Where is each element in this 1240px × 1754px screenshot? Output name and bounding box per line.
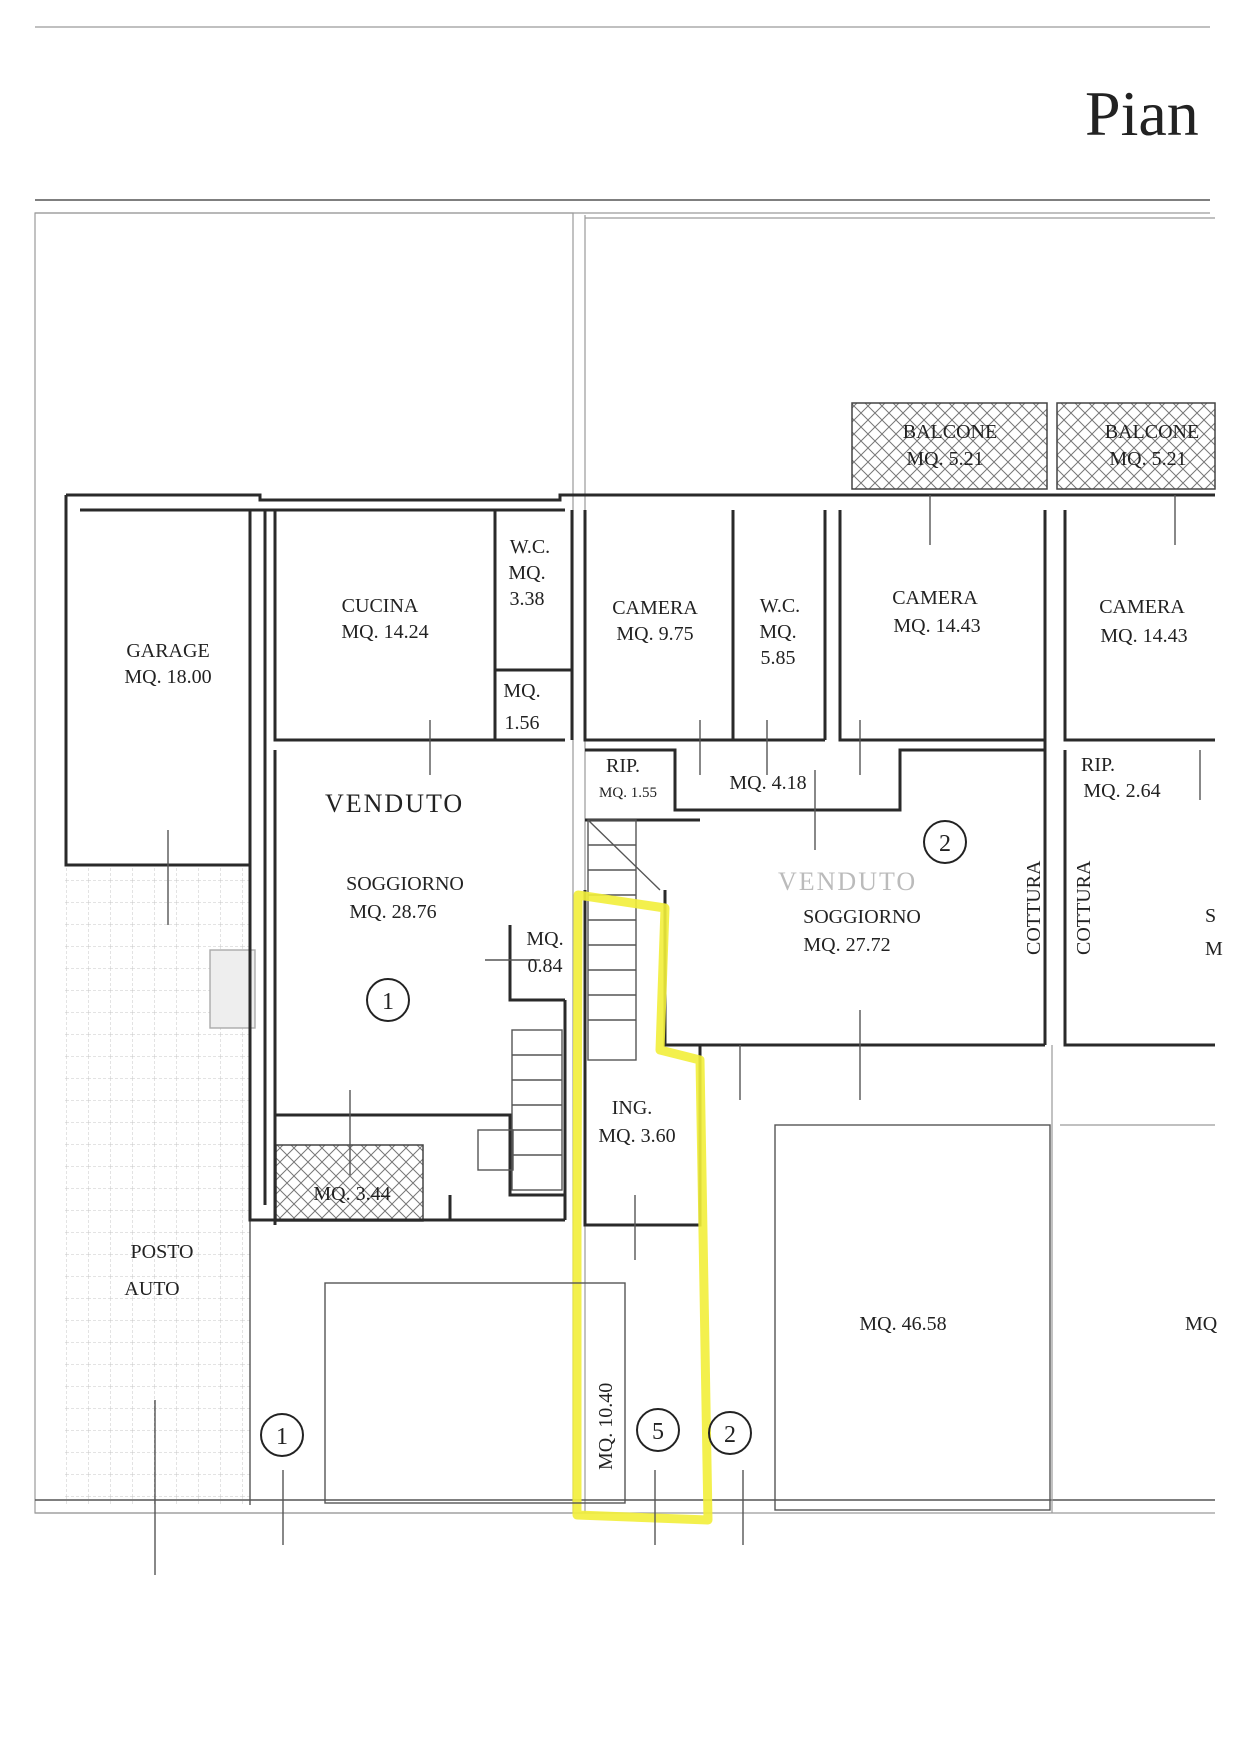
wc2-name: W.C.	[760, 595, 800, 617]
unit-marker-2a: 2	[923, 820, 967, 864]
posto-auto-label: POSTO AUTO	[124, 1241, 193, 1300]
svg-text:1: 1	[382, 989, 394, 1015]
room-camera-1: CAMERA MQ. 9.75	[612, 597, 698, 645]
tick-lines	[154, 495, 1201, 1575]
ingresso-name: ING.	[612, 1097, 653, 1119]
room-garage: GARAGE MQ. 18.00	[124, 640, 211, 688]
small2-mq: MQ.	[526, 928, 563, 950]
corte-5-area: MQ. 10.40	[595, 1383, 617, 1470]
small2-value: 0.84	[528, 955, 563, 977]
soggiorno2-area: MQ. 27.72	[803, 934, 890, 956]
room-small-1: MQ. 1.56	[503, 680, 540, 734]
balcone2-area: MQ. 5.21	[1109, 448, 1186, 470]
balcone2-name: BALCONE	[1105, 421, 1199, 443]
cucina-name: CUCINA	[342, 595, 419, 617]
rip1-name: RIP.	[606, 755, 640, 777]
camera1-name: CAMERA	[612, 597, 698, 619]
terrazzo-area: MQ. 3.44	[313, 1183, 390, 1205]
rip2-name: RIP.	[1081, 754, 1115, 776]
balcone-2-label: BALCONE MQ. 5.21	[1105, 421, 1199, 470]
balcone-2	[1056, 402, 1216, 490]
garage-area: MQ. 18.00	[124, 666, 211, 688]
svg-text:5: 5	[652, 1419, 664, 1445]
small1-mq: MQ.	[503, 680, 540, 702]
cottura-1-label: COTTURA	[1023, 860, 1045, 955]
posto-auto-line1: POSTO	[131, 1241, 194, 1263]
wc1-value: 3.38	[510, 588, 545, 610]
wc1-mq: MQ.	[508, 562, 545, 584]
room-camera-2: CAMERA MQ. 14.43	[892, 587, 980, 637]
ingresso-area: MQ. 3.60	[598, 1125, 675, 1147]
exterior-step	[209, 949, 256, 1029]
room-rip-1: RIP. MQ. 1.55	[599, 755, 657, 801]
wc2-value: 5.85	[761, 647, 796, 669]
unit-marker-1b: 1	[260, 1413, 304, 1457]
room-rip-2: RIP. MQ. 2.64	[1081, 754, 1161, 802]
partial-m-label: M	[1205, 938, 1223, 960]
wc1-name: W.C.	[510, 536, 550, 558]
camera2-area: MQ. 14.43	[893, 615, 980, 637]
rip2-area: MQ. 2.64	[1083, 780, 1160, 802]
soggiorno2-name: SOGGIORNO	[803, 906, 921, 928]
header-lines	[35, 26, 1210, 214]
svg-text:2: 2	[939, 831, 951, 857]
cottura-2-label: COTTURA	[1073, 860, 1095, 955]
room-soggiorno-1: SOGGIORNO MQ. 28.76	[346, 873, 464, 923]
room-wc-2: W.C. MQ. 5.85	[759, 595, 800, 669]
camera3-area: MQ. 14.43	[1100, 625, 1187, 647]
unit-5-highlight	[572, 890, 713, 1525]
corte-right-area: MQ	[1185, 1313, 1218, 1335]
room-camera-3: CAMERA MQ. 14.43	[1099, 596, 1187, 647]
courtyard	[324, 1124, 1215, 1511]
svg-text:1: 1	[276, 1424, 288, 1450]
rip1-area: MQ. 1.55	[599, 785, 657, 801]
partial-s-label: S	[1205, 905, 1216, 927]
room-small-2: MQ. 0.84	[526, 928, 563, 977]
camera2-name: CAMERA	[892, 587, 978, 609]
stairs	[477, 819, 661, 1191]
room-soggiorno-2: SOGGIORNO MQ. 27.72	[803, 906, 921, 956]
handwritten-note-1: VENDUTO	[325, 789, 464, 818]
disimpegno-area: MQ. 4.18	[729, 772, 806, 794]
soggiorno1-area: MQ. 28.76	[349, 901, 436, 923]
unit-marker-2b: 2	[708, 1411, 752, 1455]
balcone1-area: MQ. 5.21	[906, 448, 983, 470]
balcone-1-label: BALCONE MQ. 5.21	[903, 421, 997, 470]
unit-marker-1a: 1	[366, 978, 410, 1022]
room-wc-1: W.C. MQ. 3.38	[508, 536, 550, 610]
corte-large-area: MQ. 46.58	[859, 1313, 946, 1335]
camera1-area: MQ. 9.75	[616, 623, 693, 645]
handwritten-note-2: VENDUTO	[778, 867, 917, 896]
unit-marker-5: 5	[636, 1408, 680, 1452]
balcone1-name: BALCONE	[903, 421, 997, 443]
cucina-area: MQ. 14.24	[341, 621, 428, 643]
room-cucina: CUCINA MQ. 14.24	[341, 595, 428, 643]
posto-auto-line2: AUTO	[124, 1278, 179, 1300]
svg-text:2: 2	[724, 1422, 736, 1448]
room-ingresso: ING. MQ. 3.60	[598, 1097, 675, 1147]
soggiorno1-name: SOGGIORNO	[346, 873, 464, 895]
balcone-1	[851, 402, 1048, 490]
small1-value: 1.56	[505, 712, 540, 734]
camera3-name: CAMERA	[1099, 596, 1185, 618]
garage-name: GARAGE	[126, 640, 209, 662]
plan-title: Pian	[1085, 78, 1199, 149]
wc2-mq: MQ.	[759, 621, 796, 643]
